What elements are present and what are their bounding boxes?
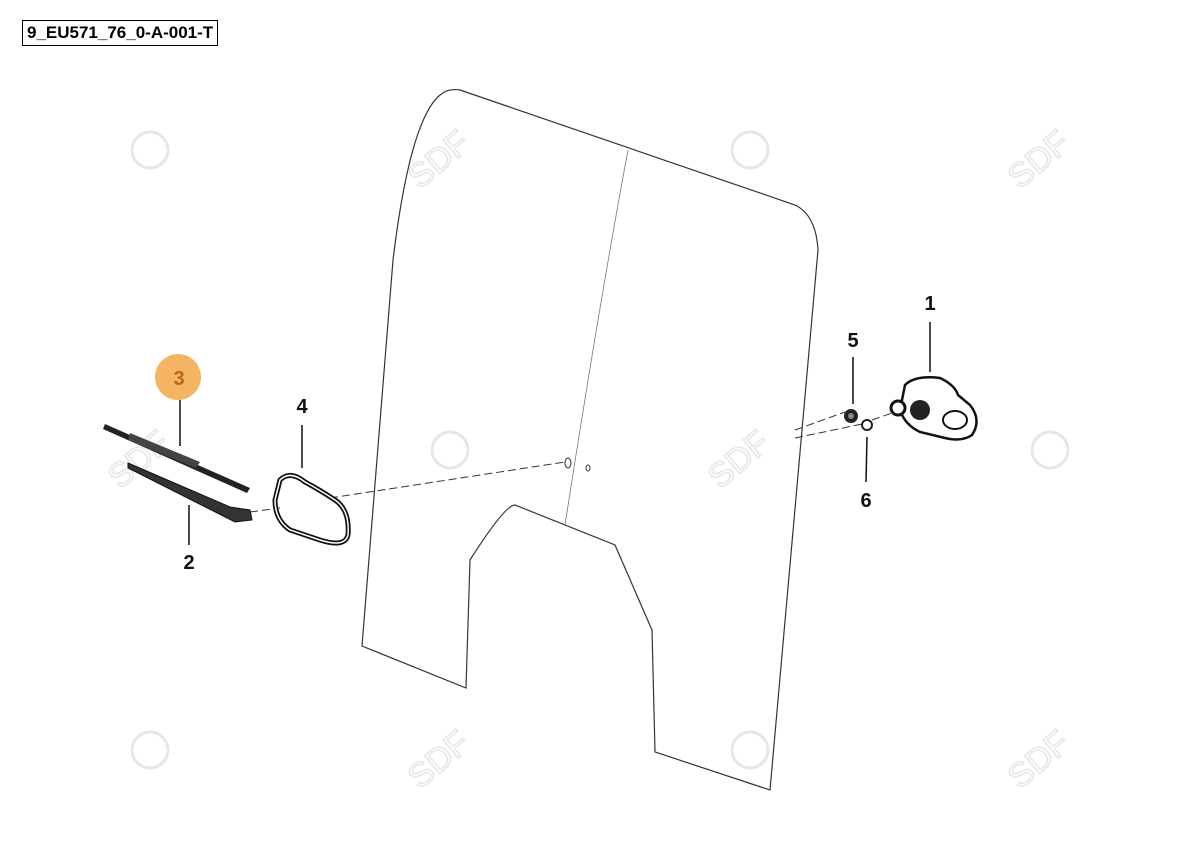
- glass-hole-small: [585, 464, 591, 472]
- nut[interactable]: [844, 409, 858, 423]
- watermark-logo: [130, 130, 170, 170]
- highlight-badge: [155, 354, 201, 400]
- callout-1[interactable]: 1: [924, 293, 936, 372]
- watermarks: SDF SDF SDF SDF SDF SDF: [100, 123, 1078, 797]
- assembly-lines: [249, 411, 896, 513]
- watermark-text: SDF: [401, 723, 478, 796]
- watermark-logo: [130, 730, 170, 770]
- callout-4[interactable]: 4: [296, 396, 308, 468]
- callout-label: 6: [860, 490, 871, 512]
- callout-5[interactable]: 5: [847, 330, 859, 404]
- watermark-logo: [430, 430, 470, 470]
- watermark-logo: [1030, 430, 1070, 470]
- callout-label: 3: [173, 368, 184, 390]
- callout-label: 1: [924, 293, 935, 315]
- diagram-id-label: 9_EU571_76_0-A-001-T: [22, 20, 219, 46]
- wiper-motor[interactable]: [889, 376, 978, 441]
- callout-label: 2: [183, 552, 194, 574]
- glass-crease-line: [564, 149, 629, 526]
- callout-label: 5: [847, 330, 858, 352]
- watermark-text: SDF: [1001, 123, 1078, 196]
- callout-2[interactable]: 2: [183, 505, 195, 574]
- watermark-text: SDF: [701, 423, 778, 496]
- washer[interactable]: [861, 419, 873, 431]
- watermark-logo: [730, 130, 770, 170]
- watermark-text: SDF: [401, 123, 478, 196]
- glass-hole: [564, 457, 572, 469]
- watermark-logo: [730, 730, 770, 770]
- callout-label: 4: [296, 396, 308, 418]
- watermark-text: SDF: [1001, 723, 1078, 796]
- rear-glass-outline: [361, 88, 819, 791]
- gasket[interactable]: [272, 473, 351, 546]
- wiper-blade[interactable]: [103, 424, 250, 493]
- callout-3[interactable]: 3: [155, 354, 201, 446]
- callout-6[interactable]: 6: [860, 436, 872, 512]
- wiper-arm[interactable]: [127, 462, 253, 523]
